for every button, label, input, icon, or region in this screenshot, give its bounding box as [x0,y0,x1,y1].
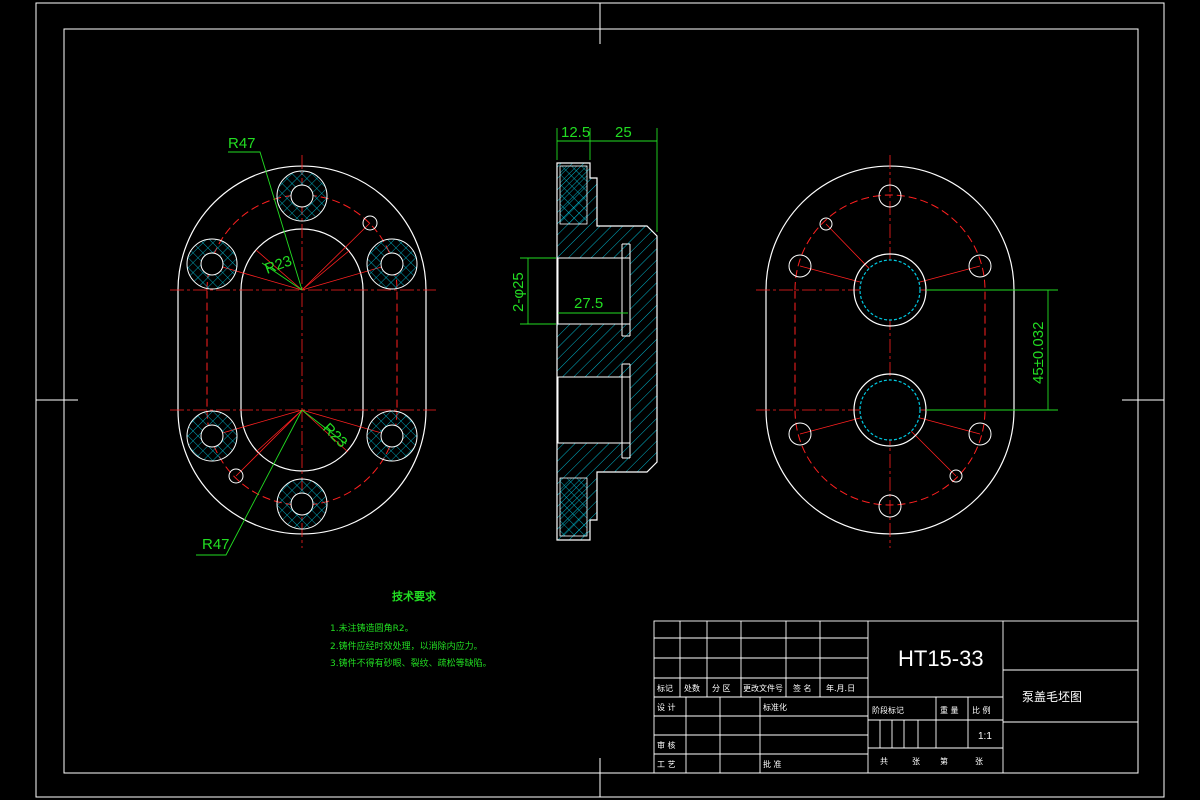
tech-req-title: 技术要求 [392,589,437,603]
hdr-scale: 比 例 [972,705,991,715]
hdr-design: 设 计 [657,702,676,712]
hdr-std: 标准化 [763,702,787,712]
hdr-count: 处数 [684,683,700,693]
hdr-date: 年.月.日 [826,683,855,693]
hdr-process: 工 艺 [657,760,676,769]
material-code: HT15-33 [898,646,984,671]
tech-req-item-2: 2.铸件应经时效处理，以消除内应力。 [330,640,483,652]
hdr-sign: 签 名 [793,683,812,693]
title-block-text: HT15-33 泵盖毛坯图 1:1 标记 处数 分 区 更改文件号 签 名 年.… [657,646,1082,769]
dim-12-5: 12.5 [561,124,590,141]
hdr-sheet2: 张 [975,757,983,766]
dim-r47-bottom: R47 [202,536,230,553]
tech-req-item-1: 1.未注铸造圆角R2。 [330,622,414,634]
section-view: 12.5 25 2-φ25 27.5 [510,124,658,541]
sheet-frame [35,2,1165,798]
dim-45-center-distance: 45±0.032 [1030,322,1047,384]
dim-2-dia-25: 2-φ25 [510,272,527,312]
hdr-total: 共 [880,757,888,766]
right-view: 45±0.032 [756,155,1058,548]
part-name: 泵盖毛坯图 [1022,690,1082,704]
counterbore-holes [186,170,418,530]
hdr-sheet: 张 [912,757,920,766]
hdr-review: 审 核 [657,740,676,750]
title-block [653,620,1139,774]
tech-req-item-3: 3.铸件不得有砂眼、裂纹、疏松等缺陷。 [330,657,492,669]
hdr-no: 第 [940,756,948,766]
dim-r23-top: R23 [263,252,295,277]
left-view: R47 R23 R23 R47 [170,135,436,556]
dim-25: 25 [615,124,632,141]
hdr-weight: 重 量 [940,705,959,715]
technical-requirements: 技术要求 1.未注铸造圆角R2。 2.铸件应经时效处理，以消除内应力。 3.铸件… [330,589,492,669]
hdr-stage: 阶段标记 [872,705,904,715]
hdr-docno: 更改文件号 [743,683,783,693]
hdr-zone: 分 区 [712,684,731,693]
dim-r23-bottom: R23 [319,420,350,451]
dim-r47-top: R47 [228,135,256,152]
dim-27-5: 27.5 [574,295,603,312]
scale-value: 1:1 [978,731,992,742]
hdr-mark: 标记 [657,683,673,693]
hdr-approve: 批 准 [763,759,782,769]
